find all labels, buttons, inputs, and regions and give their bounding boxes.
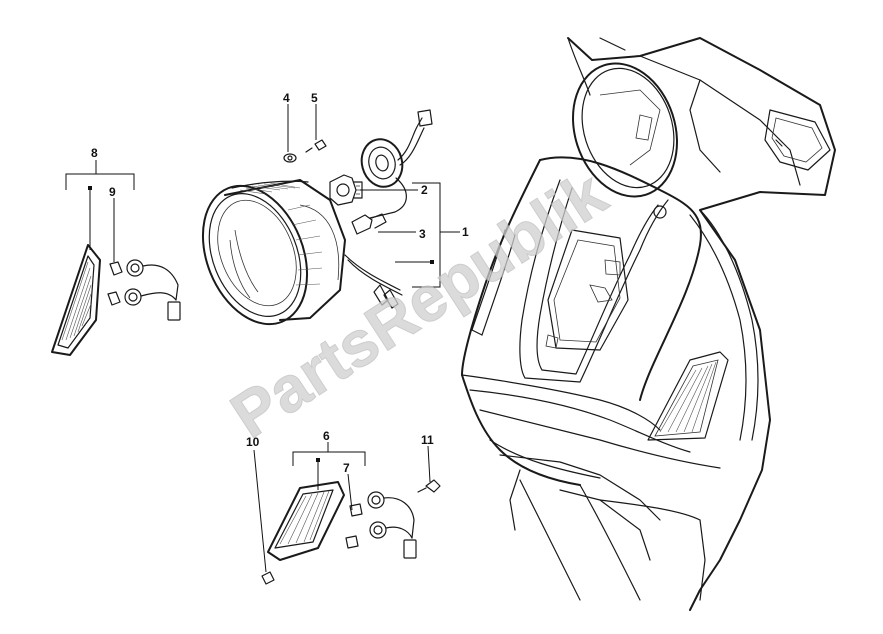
callout-1: 1 xyxy=(462,225,469,239)
callout-2: 2 xyxy=(421,183,428,197)
callout-11: 11 xyxy=(421,433,434,447)
left-indicator-assembly xyxy=(51,244,181,356)
callout-8: 8 xyxy=(91,146,98,160)
callout-3: 3 xyxy=(419,227,426,241)
watermark-text: PartsRepublik xyxy=(218,157,618,452)
callout-10: 10 xyxy=(246,435,260,449)
lower-indicator-assembly xyxy=(261,479,441,585)
callout-numbers: 1 2 3 4 5 6 7 8 9 10 11 xyxy=(91,91,469,475)
callout-7: 7 xyxy=(343,461,350,475)
callout-4: 4 xyxy=(283,91,290,105)
callout-6: 6 xyxy=(323,429,330,443)
headlight-assembly xyxy=(201,109,433,326)
callout-5: 5 xyxy=(311,91,318,105)
callout-9: 9 xyxy=(109,185,116,199)
leader-lines xyxy=(65,104,460,573)
front-shield-illustration xyxy=(461,37,836,611)
